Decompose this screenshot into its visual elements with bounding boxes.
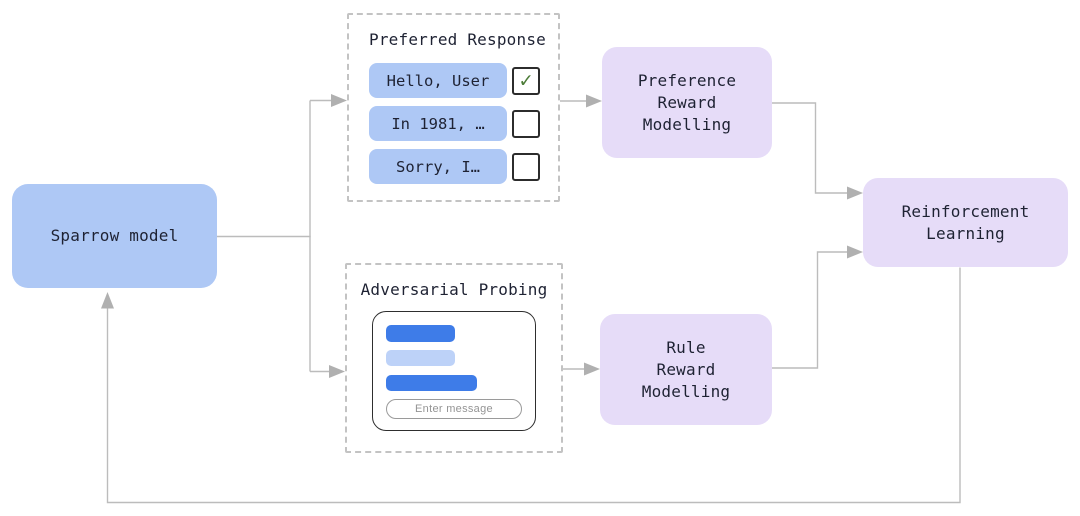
response-option-row: Sorry, I… (369, 149, 540, 184)
chat-message-bar-dark (386, 325, 455, 342)
chat-window: Enter message (372, 311, 536, 431)
chat-message-bar-dark (386, 375, 477, 391)
preference-reward-modelling-label: Preference Reward Modelling (637, 70, 737, 134)
arrowhead-to-adversarial (329, 365, 345, 378)
response-option-row: Hello, User ✓ (369, 63, 540, 98)
connector-prefrm-rl (772, 102, 848, 194)
response-option-pill: Hello, User (369, 63, 507, 98)
arrowhead-to-sparrow (101, 292, 114, 309)
chat-input-placeholder: Enter message (415, 403, 493, 415)
rule-reward-modelling-node: Rule Reward Modelling (600, 314, 772, 425)
check-icon: ✓ (519, 68, 533, 92)
arrowhead-to-rl-bottom (847, 245, 863, 259)
reinforcement-learning-node: Reinforcement Learning (863, 178, 1068, 267)
response-option-row: In 1981, … (369, 106, 540, 141)
rule-reward-modelling-label: Rule Reward Modelling (641, 337, 731, 401)
sparrow-model-node: Sparrow model (12, 184, 217, 288)
sparrow-model-label: Sparrow model (50, 226, 179, 245)
preferred-response-panel: Preferred Response Hello, User ✓ In 1981… (347, 13, 560, 202)
preferred-response-title: Preferred Response (369, 30, 546, 49)
arrowhead-to-rl-top (847, 186, 863, 200)
response-option-pill: Sorry, I… (369, 149, 507, 184)
adversarial-probing-panel: Adversarial Probing Enter message (345, 263, 563, 453)
response-checkbox (512, 152, 540, 181)
arrowhead-to-prefrm (586, 94, 602, 108)
arrowhead-to-preferred (331, 94, 347, 107)
adversarial-probing-title: Adversarial Probing (360, 280, 548, 299)
connector-feedback-loop (106, 267, 961, 504)
response-option-pill: In 1981, … (369, 106, 507, 141)
chat-message-bar-light (386, 350, 455, 366)
preference-reward-modelling-node: Preference Reward Modelling (602, 47, 772, 158)
chat-message-input: Enter message (386, 399, 522, 419)
connector-rulerm-rl (772, 251, 848, 369)
response-checkbox: ✓ (512, 66, 540, 95)
reinforcement-learning-label: Reinforcement Learning (901, 201, 1030, 243)
arrowhead-to-rulerm (584, 362, 600, 376)
response-checkbox (512, 109, 540, 138)
